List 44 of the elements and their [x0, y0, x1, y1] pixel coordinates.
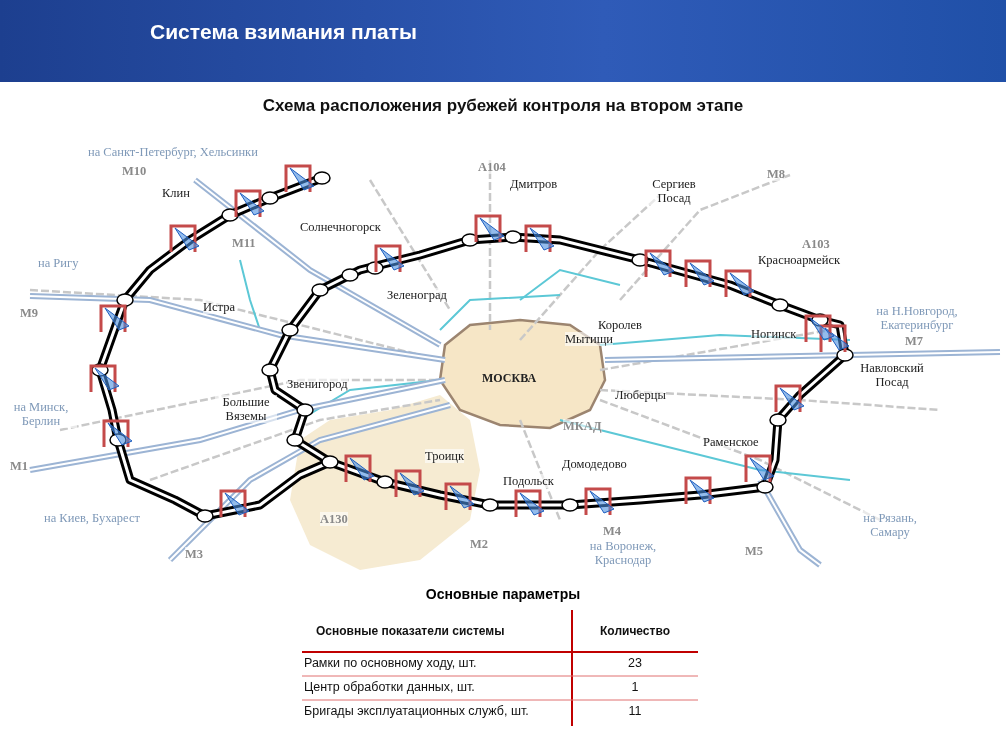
table-cell-text: 1 — [630, 680, 640, 694]
town-label: Клин — [162, 186, 190, 200]
town-label: Раменское — [703, 435, 759, 449]
table-cell-text: 11 — [627, 704, 643, 718]
town-label: Звенигород — [287, 377, 348, 391]
town-label: Королев — [598, 318, 642, 332]
road-number: М3 — [185, 547, 204, 561]
table-cell-text: 23 — [627, 656, 643, 670]
table-header-cell: Основные показатели системы — [316, 624, 505, 638]
road-number: М5 — [745, 544, 764, 558]
table-cell: Центр обработки данных, шт. — [304, 680, 475, 694]
town-label: Люберцы — [615, 388, 666, 402]
road-number: М1 — [10, 459, 29, 473]
table-cell: Бригады эксплуатационных служб, шт. — [304, 704, 529, 718]
road-number: А104 — [478, 160, 506, 174]
town-label: Красноармейск — [758, 253, 840, 267]
road-number: М11 — [232, 236, 256, 250]
town-label: Домодедово — [562, 457, 627, 471]
town-label: Истра — [203, 300, 235, 314]
table-title: Основные параметры — [424, 586, 582, 602]
road-number: М9 — [20, 306, 39, 320]
road-number: М8 — [767, 167, 786, 181]
page-title: Система взимания платы — [150, 20, 417, 44]
town-label: Мытищи — [565, 332, 613, 346]
road-number: А103 — [802, 237, 830, 251]
city-label: МОСКВА — [482, 371, 537, 385]
town-label: Ногинск — [751, 327, 797, 341]
road-number: М2 — [470, 537, 489, 551]
road-number: М7 — [905, 334, 924, 348]
map-title: Схема расположения рубежей контроля на втором этапе — [261, 96, 745, 116]
road-number: М4 — [603, 524, 622, 538]
road-number: М10 — [122, 164, 147, 178]
town-label: Солнечногорск — [300, 220, 381, 234]
road-number: А130 — [320, 512, 348, 526]
table-header-cell-text: Количество — [599, 624, 671, 638]
town-label: Большие Вяземы — [215, 395, 277, 423]
direction-label: на Киев, Бухарест — [44, 511, 140, 525]
town-label: Зеленоград — [387, 288, 447, 302]
town-label: Дмитров — [510, 177, 558, 191]
town-label: Троицк — [425, 449, 465, 463]
table-cell: Рамки по основному ходу, шт. — [304, 656, 477, 670]
direction-label: на Ригу — [38, 256, 79, 270]
town-label: Подольск — [503, 474, 554, 488]
direction-label: на Санкт-Петербург, Хельсинки — [88, 145, 258, 159]
